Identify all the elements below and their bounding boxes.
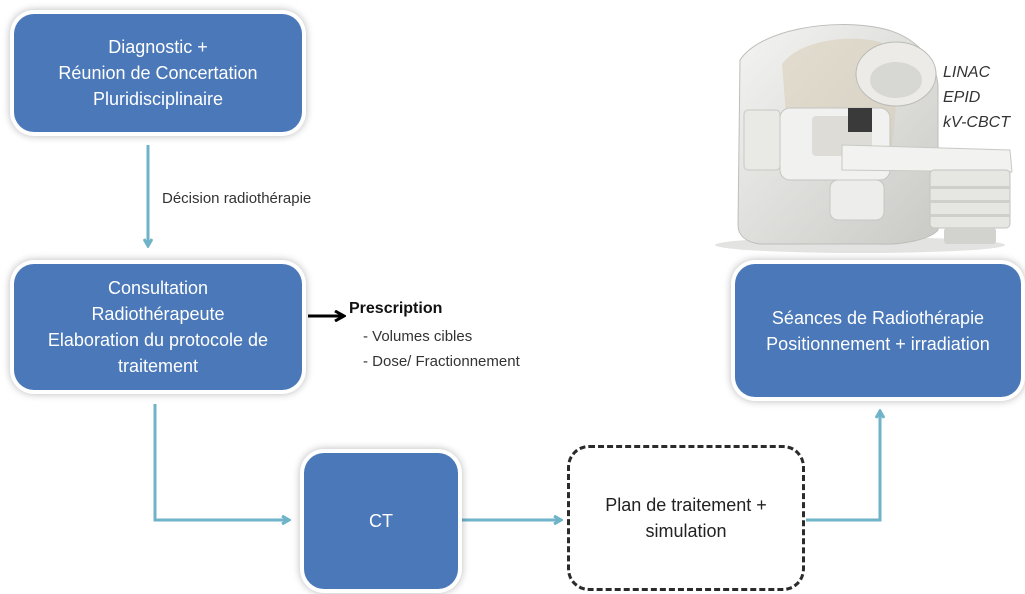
diagnostic-line-2: Réunion de Concertation: [58, 63, 258, 83]
prescription-item-volumes: - Volumes cibles: [363, 328, 473, 345]
machine-labels: LINAC EPID kV-CBCT: [943, 60, 1010, 135]
plan-line-2: simulation: [645, 521, 727, 541]
arrow-plan-to-seances: [806, 412, 880, 522]
machine-label-kvcbct: kV-CBCT: [943, 114, 1010, 131]
seances-line-1: Séances de Radiothérapie: [771, 307, 985, 328]
consultation-line-4: traitement: [117, 356, 199, 376]
plan-box: Plan de traitement + simulation: [567, 445, 805, 591]
diagnostic-line-1: Diagnostic +: [108, 37, 208, 57]
ct-label: CT: [369, 511, 393, 531]
machine-label-linac: LINAC: [943, 64, 991, 81]
consultation-box: Consultation Radiothérapeute Elaboration…: [14, 264, 302, 390]
prescription-item-dose: - Dose/ Fractionnement: [363, 353, 520, 370]
linac-machine-image: [715, 24, 1013, 253]
diagnostic-line-3: Pluridisciplinaire: [92, 89, 224, 109]
ct-box: CT: [304, 453, 458, 589]
consultation-line-3: Elaboration du protocole de: [47, 330, 269, 350]
seances-line-2: Positionnement + irradiation: [766, 333, 990, 354]
prescription-title: Prescription: [349, 300, 443, 317]
plan-line-1: Plan de traitement +: [605, 495, 767, 515]
arrow-consultation-to-ct: [153, 404, 288, 520]
prescription-block: Prescription - Volumes cibles - Dose/ Fr…: [349, 300, 520, 374]
diagnostic-box: Diagnostic + Réunion de Concertation Plu…: [14, 14, 302, 132]
consultation-line-1: Consultation: [107, 278, 209, 298]
machine-label-epid: EPID: [943, 89, 981, 106]
consultation-line-2: Radiothérapeute: [91, 304, 225, 324]
seances-box: Séances de Radiothérapie Positionnement …: [735, 264, 1021, 397]
decision-label: Décision radiothérapie: [162, 190, 312, 207]
